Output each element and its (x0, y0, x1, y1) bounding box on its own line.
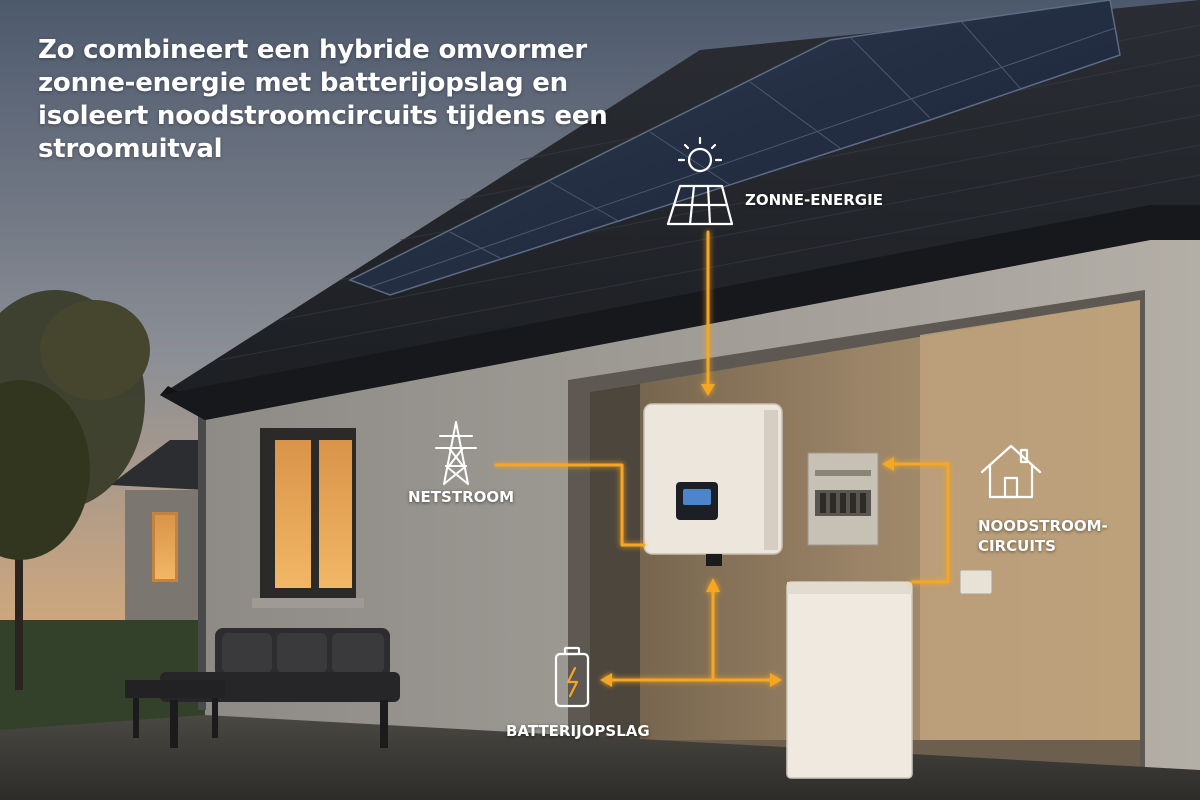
wall-socket (959, 569, 993, 595)
distribution-board (807, 452, 879, 546)
backup-circuits-label: NOODSTROOM-CIRCUITS (978, 517, 1108, 555)
energy-flow-lines (494, 230, 950, 687)
downpipe (198, 410, 206, 710)
battery-charging-icon (554, 646, 590, 708)
outdoor-sofa (125, 628, 400, 748)
grid-power-label: NETSTROOM (408, 488, 515, 506)
tree (0, 290, 150, 690)
neighbour-house (110, 440, 205, 620)
hybrid-inverter (643, 403, 783, 566)
battery-unit (786, 581, 913, 779)
solar-panel-sun-icon (666, 136, 734, 226)
solar-energy-label: ZONNE-ENERGIE (745, 191, 883, 209)
battery-storage-label: BATTERIJOPSLAG (506, 722, 650, 740)
headline: Zo combineert een hybride omvormer zonne… (38, 35, 608, 165)
house-window (252, 428, 364, 608)
power-pylon-icon (435, 421, 477, 485)
roof-solar-panels (348, 0, 1121, 296)
house-icon (980, 444, 1042, 499)
